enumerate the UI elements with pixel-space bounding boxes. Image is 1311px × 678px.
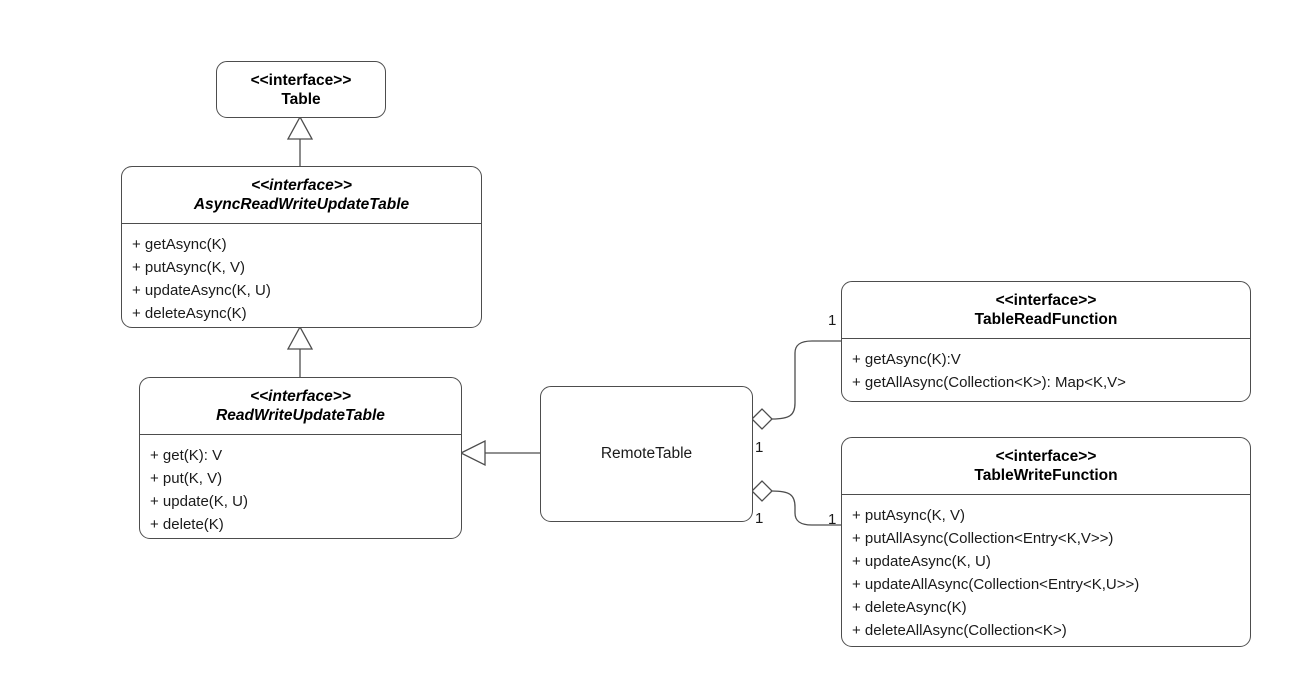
member-item: + updateAsync(K, U) [132, 282, 271, 299]
class-members-readwriteupdatetable: + get(K): V + put(K, V) + update(K, U) +… [140, 434, 461, 538]
stereotype-label: <<interface>> [251, 177, 352, 194]
class-header-asyncreadwriteupdatetable: <<interface>> AsyncReadWriteUpdateTable [122, 167, 481, 223]
member-item: + delete(K) [150, 516, 224, 533]
aggregation-remote-to-tablereadfunction [751, 340, 841, 430]
member-item: + putAllAsync(Collection<Entry<K,V>>) [852, 530, 1114, 547]
multiplicity-tablereadfunction: 1 [828, 312, 837, 329]
class-box-readwriteupdatetable[interactable]: <<interface>> ReadWriteUpdateTable + get… [139, 377, 462, 539]
member-item: + deleteAsync(K) [132, 305, 247, 322]
multiplicity-remote-write: 1 [755, 510, 764, 527]
member-item: + updateAllAsync(Collection<Entry<K,U>>) [852, 576, 1140, 593]
member-item: + updateAsync(K, U) [852, 553, 991, 570]
class-name-label-remotetable: RemoteTable [600, 445, 693, 462]
generalization-read-to-async [286, 325, 314, 377]
class-header-table: <<interface>> Table [217, 62, 385, 117]
class-box-tablereadfunction[interactable]: <<interface>> TableReadFunction + getAsy… [841, 281, 1251, 402]
member-item: + update(K, U) [150, 493, 248, 510]
class-members-asyncreadwriteupdatetable: + getAsync(K) + putAsync(K, V) + updateA… [122, 223, 481, 327]
multiplicity-remote-read: 1 [755, 439, 764, 456]
member-item: + putAsync(K, V) [132, 259, 245, 276]
class-name-label: TableWriteFunction [974, 467, 1118, 484]
stereotype-label: <<interface>> [995, 292, 1097, 309]
member-item: + putAsync(K, V) [852, 507, 965, 524]
class-box-remotetable[interactable]: RemoteTable [540, 386, 753, 522]
member-item: + get(K): V [150, 447, 223, 464]
realization-remote-to-readwrite [459, 439, 540, 467]
member-item: + getAsync(K) [132, 236, 227, 253]
class-name-label: AsyncReadWriteUpdateTable [193, 196, 410, 213]
member-item: + getAsync(K):V [852, 351, 961, 368]
generalization-async-to-table [286, 115, 314, 166]
class-header-readwriteupdatetable: <<interface>> ReadWriteUpdateTable [140, 378, 461, 434]
stereotype-label: <<interface>> [995, 448, 1097, 465]
class-box-asyncreadwriteupdatetable[interactable]: <<interface>> AsyncReadWriteUpdateTable … [121, 166, 482, 328]
class-box-table[interactable]: <<interface>> Table [216, 61, 386, 118]
stereotype-label: <<interface>> [250, 72, 352, 89]
class-name-label: TableReadFunction [974, 311, 1118, 328]
class-name-label: Table [281, 91, 321, 108]
member-item: + put(K, V) [150, 470, 223, 487]
multiplicity-tablewritefunction: 1 [828, 511, 837, 528]
member-item: + deleteAllAsync(Collection<K>) [852, 622, 1067, 639]
class-header-tablewritefunction: <<interface>> TableWriteFunction [842, 438, 1250, 494]
stereotype-label: <<interface>> [250, 388, 351, 405]
class-members-tablereadfunction: + getAsync(K):V + getAllAsync(Collection… [842, 338, 1250, 401]
class-members-tablewritefunction: + putAsync(K, V) + putAllAsync(Collectio… [842, 494, 1250, 646]
class-header-tablereadfunction: <<interface>> TableReadFunction [842, 282, 1250, 338]
class-box-tablewritefunction[interactable]: <<interface>> TableWriteFunction + putAs… [841, 437, 1251, 647]
class-name-label: ReadWriteUpdateTable [216, 407, 385, 424]
member-item: + deleteAsync(K) [852, 599, 967, 616]
member-item: + getAllAsync(Collection<K>): Map<K,V> [852, 374, 1126, 391]
